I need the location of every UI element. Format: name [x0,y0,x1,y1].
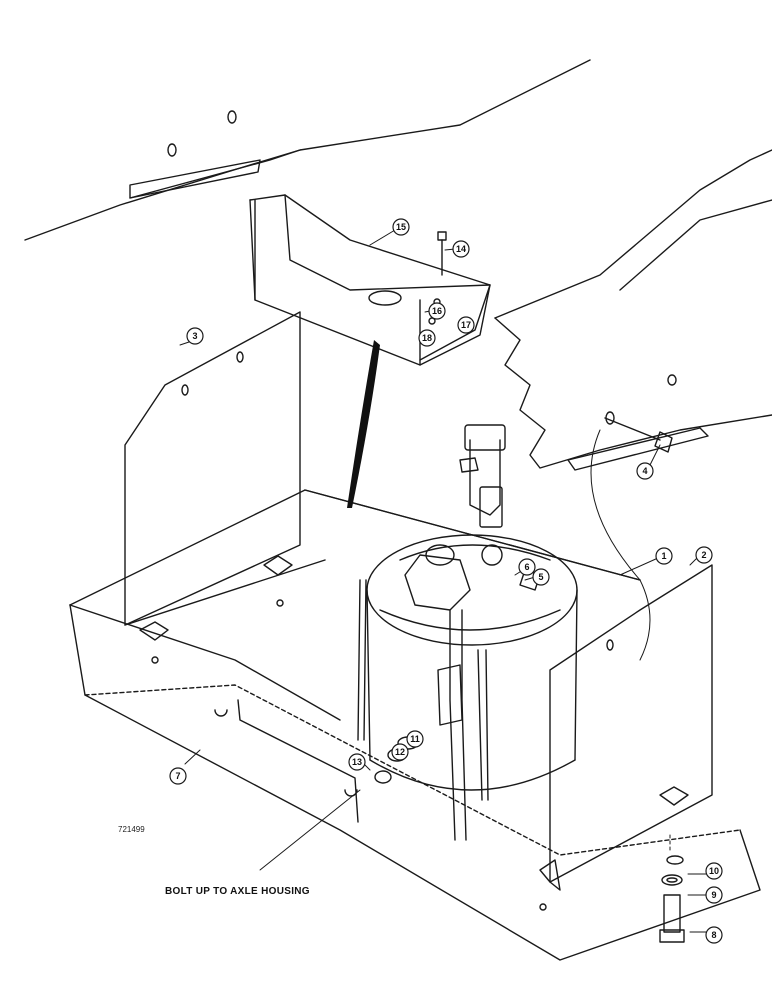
base-tray [69,489,761,961]
caption-label: BOLT UP TO AXLE HOUSING [165,886,310,897]
callout-8: 8 [711,930,716,940]
callout-11: 11 [410,734,420,744]
callout-circles [169,218,723,944]
callout-3: 3 [192,331,197,341]
valve-assembly [404,424,541,611]
callout-numbers: 3 15 14 16 17 18 1 2 5 6 4 7 11 12 13 10… [175,222,719,940]
callout-2: 2 [701,550,706,560]
callout-17: 17 [461,320,471,330]
callout-12: 12 [395,747,405,757]
callout-4: 4 [642,466,647,476]
upper-frame-rail [24,59,591,241]
callout-13: 13 [352,757,362,767]
callout-9: 9 [711,890,716,900]
reservoir-tank [366,534,578,791]
right-frame-rail [494,149,772,471]
bolt-4 [604,411,673,453]
right-shield [539,564,713,891]
shadow-swoosh [347,340,380,508]
callout-14: 14 [456,244,466,254]
callout-16: 16 [432,306,442,316]
tubes [357,579,489,841]
callout-10: 10 [709,866,719,876]
callout-18: 18 [422,333,432,343]
left-shield [124,311,301,626]
callout-7: 7 [175,771,180,781]
leader-lines [179,229,709,933]
callout-5: 5 [538,572,543,582]
mounting-bracket [249,194,491,366]
callout-15: 15 [396,222,406,232]
drawing-code: 721499 [118,825,145,834]
callout-6: 6 [524,562,529,572]
mounting-clips [139,555,689,806]
hardware-stack [659,855,685,943]
callout-1: 1 [661,551,666,561]
bolt-14 [437,231,447,276]
